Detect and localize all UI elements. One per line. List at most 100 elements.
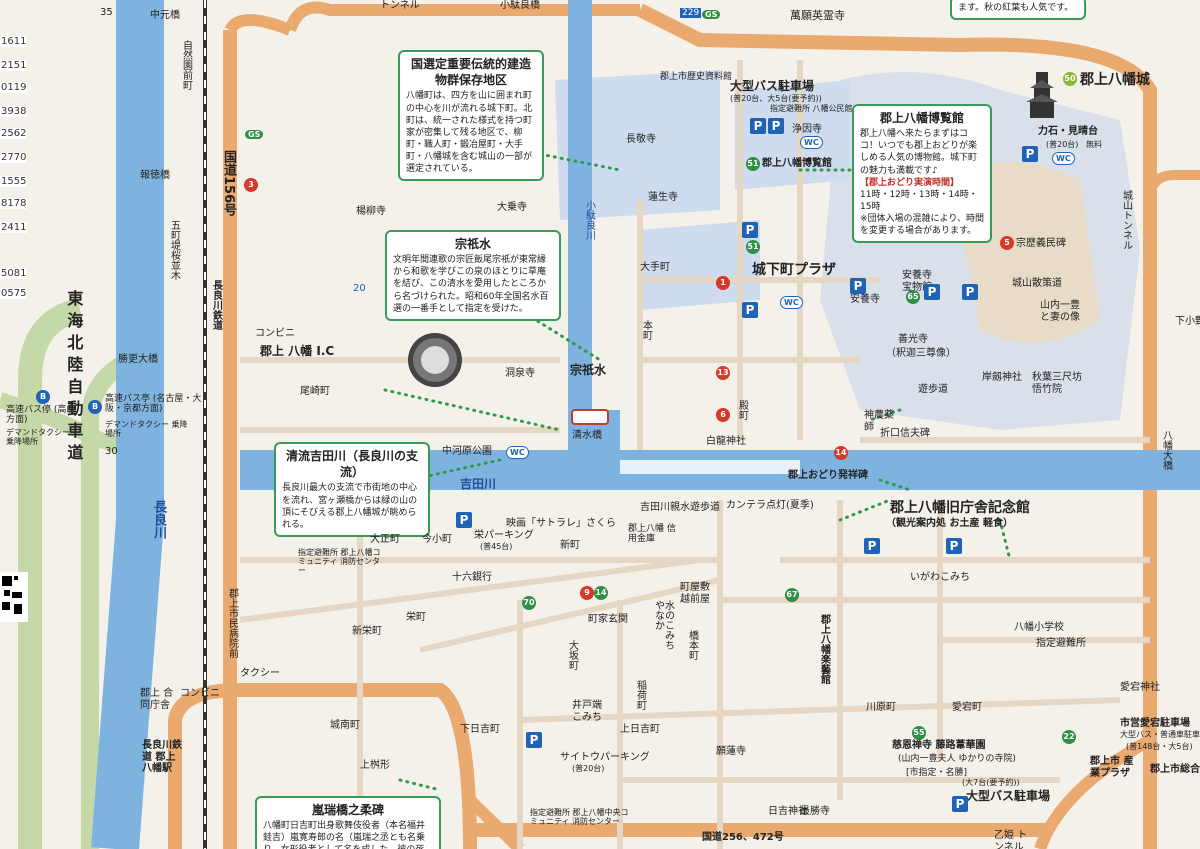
parking-icon: P xyxy=(850,278,866,294)
manhole-illustration xyxy=(408,333,462,387)
yoshida-title: 清流吉田川（長良川の支流） xyxy=(285,449,418,480)
demand2-label: デマンドタクシー 乗降場所 xyxy=(105,420,188,439)
rikiishi-label: 力石・見晴台 xyxy=(1038,126,1098,137)
chokyoji-label: 長敬寺 xyxy=(626,134,656,145)
castle-icon xyxy=(1026,72,1058,118)
route-circle: 55 xyxy=(912,726,926,740)
route-circle: 9 xyxy=(580,586,594,600)
kawaramachi-label: 川原町 xyxy=(866,702,896,713)
kodara-river-label: 小駄良川 xyxy=(583,200,595,240)
konbini2-label: コンビニ xyxy=(180,688,220,699)
wc-icon: WC xyxy=(506,446,529,459)
hokuriku-expressway-label: 東海北陸自動車道 xyxy=(64,290,84,466)
rakugeikan-label: 郡上八幡楽藝館 xyxy=(818,614,830,684)
wc-icon: WC xyxy=(1052,152,1075,165)
atagomachi-label: 愛宕町 xyxy=(952,702,982,713)
mizuno-label: 水のこみち xyxy=(662,600,674,650)
konbini-label: コンビニ xyxy=(255,328,295,339)
kamikubo-label: 上桝形 xyxy=(360,760,390,771)
hashimoto-label: 橋本町 xyxy=(686,630,698,660)
tosenji-label: 洞泉寺 xyxy=(505,368,535,379)
arashi-body: 八幡町日吉町出身歌舞伎役者（本名福井銈吉）嵐寛寿郎の名（嵐瑞之丞とも名乗り、女形… xyxy=(263,821,426,849)
museum-note: ※団体入場の混雑により、時間を変更する場合があります。 xyxy=(860,214,985,237)
left-num: 2562 xyxy=(0,128,28,139)
route-num: 30 xyxy=(105,446,118,457)
top-note: ます。秋の紅葉も人気です。 xyxy=(950,0,1086,21)
gooi-label: 五町堤桜並木 xyxy=(168,220,180,280)
gujo-sogo-label: 郡上市総合 xyxy=(1150,764,1200,775)
route-circle: 1 xyxy=(716,276,730,290)
machiya-genkan-label: 町家玄関 xyxy=(588,614,628,625)
big-bus-sub: (普20台、大5台(要予約)) xyxy=(730,94,822,103)
yamauchi-label: 山内一豊と妻の像 xyxy=(1040,300,1080,323)
sakae-parking-label: 栄パーキング xyxy=(474,530,534,541)
anyoji-treasure-label: 安養寺 宝物館 xyxy=(902,270,932,293)
kotakara-bridge-label: 小駄良橋 xyxy=(500,0,540,11)
shiroyama-tunnel-label: 城山トンネル xyxy=(1120,190,1132,250)
sogisui-body: 文明年間連歌の宗匠飯尾宗祇が東常縁から和歌を学びこの泉のほとりに草庵を結び、この… xyxy=(393,255,549,314)
bus-b-icon: B xyxy=(36,390,50,404)
eiga-label: 映画「サトラレ」さくら xyxy=(506,518,616,529)
sakaemachi-label: 栄町 xyxy=(406,612,426,623)
parking-icon: P xyxy=(768,118,784,134)
soreki-label: 宗歴義民碑 xyxy=(1016,238,1066,249)
shizen-label: 自然園前町 xyxy=(180,40,192,90)
route-circle: 65 xyxy=(906,290,920,304)
route-num: 35 xyxy=(100,7,113,18)
station-label: 長良川鉄道 郡上八幡駅 xyxy=(142,740,182,774)
left-num: 0575 xyxy=(0,288,28,299)
route-circle: 6 xyxy=(716,408,730,422)
nakagawara-park-label: 中河原公園 xyxy=(442,446,492,457)
left-num: 1611 xyxy=(0,36,28,47)
museum-schedule-label: 【郡上おどり実演時間】 xyxy=(860,177,960,188)
jokamachi-plaza-label: 城下町プラザ xyxy=(752,262,836,278)
highway-bus2-label: 高速バス停 (高山方面) xyxy=(6,405,76,426)
nagara-river-label: 長良川 xyxy=(150,500,166,539)
parking-icon: P xyxy=(750,118,766,134)
left-num: 2770 xyxy=(0,152,28,163)
parking-icon: P xyxy=(962,284,978,300)
free-label: 無料 xyxy=(1086,140,1102,149)
odori-stone-label: 郡上おどり発祥碑 xyxy=(788,470,868,481)
yoshida-river-label: 吉田川 xyxy=(460,477,497,491)
wc-icon: WC xyxy=(800,136,823,149)
daijoji-label: 大乗寺 xyxy=(497,202,527,213)
hinan-label: 指定避難所 xyxy=(1036,638,1086,649)
yanaka-label: やなか xyxy=(652,600,664,630)
left-num: 5081 xyxy=(0,268,28,279)
route-circle: 50 xyxy=(1063,72,1077,86)
route-circle: 3 xyxy=(244,178,258,192)
idobata-label: 井戸端 こみち xyxy=(572,700,602,723)
historic-district-body: 八幡町は、四方を山に囲まれ町の中心を川が流れる城下町。北町は、統一された様式を持… xyxy=(406,91,533,175)
taishomachi-label: 大正町 xyxy=(370,534,400,545)
qr-code-icon[interactable] xyxy=(0,572,28,622)
sixteen-bank-label: 十六銀行 xyxy=(452,572,492,583)
shinkin-label: 郡上八幡 信用金庫 xyxy=(628,524,676,545)
saisho-temple-label: 最勝寺 xyxy=(800,806,830,817)
gakushu-label: 指定避難所 郡上八幡コミュニティ 消防センター xyxy=(298,548,381,576)
wc-icon: WC xyxy=(780,296,803,309)
left-num: 0119 xyxy=(0,82,28,93)
sakae-count: (普45台) xyxy=(480,542,513,551)
museum-schedule: 11時・12時・13時・14時・15時 xyxy=(860,189,978,213)
sangyo-plaza-label: 郡上市 産業プラザ xyxy=(1090,756,1134,779)
atago-parking-label: 市営愛宕駐車場 xyxy=(1120,718,1190,729)
park-count: (普20台) xyxy=(1046,140,1079,149)
hospital-label: 郡上市民病院前 xyxy=(226,588,238,658)
route-156-label: 国道156号 xyxy=(220,150,236,217)
parking-icon: P xyxy=(864,538,880,554)
inari-label: 稲荷町 xyxy=(634,680,646,710)
renshoji-label: 蓮生寺 xyxy=(648,192,678,203)
big-bus2-sub: (大7台(要予約)) xyxy=(962,778,1020,787)
shinmachi-label: 新町 xyxy=(560,540,580,551)
route-circle: 14 xyxy=(834,446,848,460)
route-num: 20 xyxy=(353,283,366,294)
museum-title: 郡上八幡博覧館 xyxy=(879,111,964,125)
honmachi-label: 本町 xyxy=(640,320,652,340)
big-bus-label: 大型バス駐車場 xyxy=(730,79,815,93)
taxi-label: タクシー xyxy=(240,668,280,679)
parking-icon: P xyxy=(742,222,758,238)
history-museum-label: 郡上市歴史資料館 xyxy=(660,72,733,82)
tonomachi-label: 殿町 xyxy=(736,400,748,420)
